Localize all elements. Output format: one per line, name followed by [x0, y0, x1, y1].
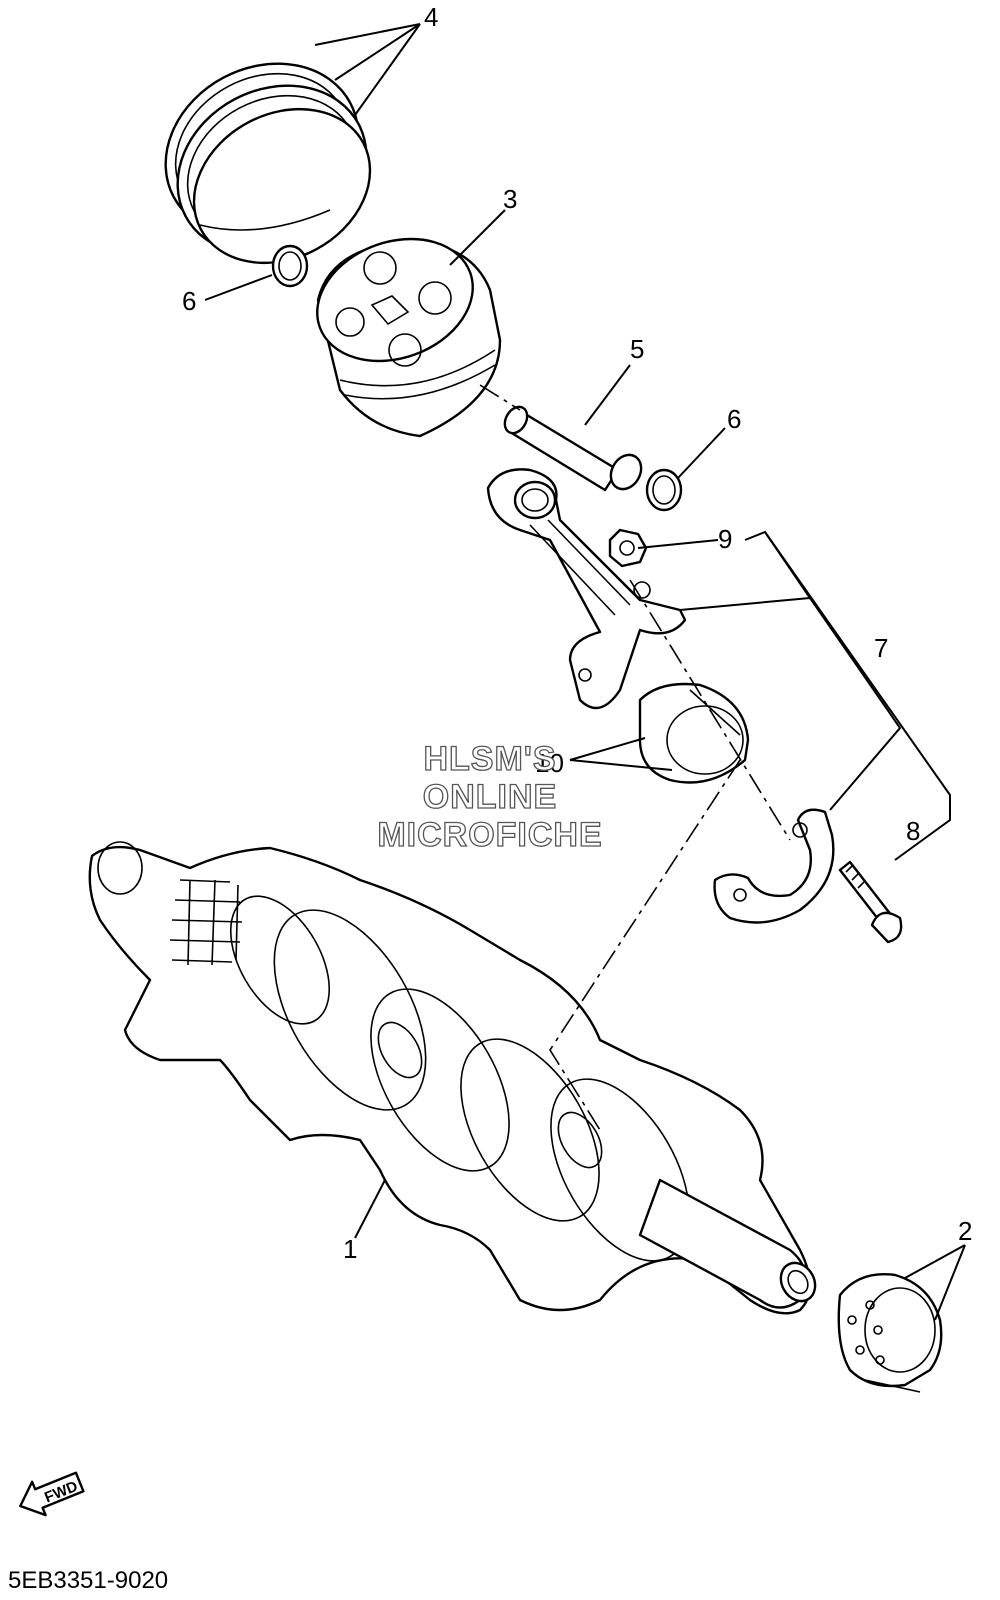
- main-bearing-part[interactable]: [837, 1273, 943, 1393]
- circlip-upper-part[interactable]: [271, 244, 309, 288]
- callout-8: 8: [906, 816, 920, 846]
- watermark-line-2: ONLINE: [423, 778, 557, 816]
- big-end-bearing-part[interactable]: [638, 682, 750, 784]
- callout-2: 2: [958, 1216, 972, 1246]
- rod-cap-part[interactable]: [713, 808, 835, 924]
- callout-4: 4: [424, 2, 438, 32]
- fwd-arrow-icon: FWD: [19, 1471, 85, 1517]
- callout-9: 9: [718, 524, 732, 554]
- diagram-code: 5EB3351-9020: [8, 1567, 168, 1594]
- crankshaft-part[interactable]: [88, 841, 822, 1315]
- callout-6-lower: 6: [727, 404, 741, 434]
- callout-1: 1: [343, 1234, 357, 1264]
- nut-part[interactable]: [608, 528, 648, 568]
- watermark-line-1: HLSM'S: [423, 740, 556, 778]
- callout-6-upper: 6: [182, 286, 196, 316]
- assembly-axis: [479, 384, 791, 1131]
- leader-lines: [204, 23, 966, 1321]
- fwd-label: FWD: [42, 1478, 80, 1507]
- callout-7: 7: [874, 633, 888, 663]
- piston-part[interactable]: [300, 218, 502, 438]
- circlip-lower-part[interactable]: [645, 468, 683, 512]
- callout-5: 5: [630, 334, 644, 364]
- rod-bolt-part[interactable]: [838, 860, 903, 944]
- piston-pin-part[interactable]: [500, 403, 647, 495]
- callout-3: 3: [503, 184, 517, 214]
- watermark-line-3: MICROFICHE: [377, 816, 602, 854]
- piston-rings-part[interactable]: [135, 31, 397, 293]
- callout-10: 10: [535, 748, 564, 778]
